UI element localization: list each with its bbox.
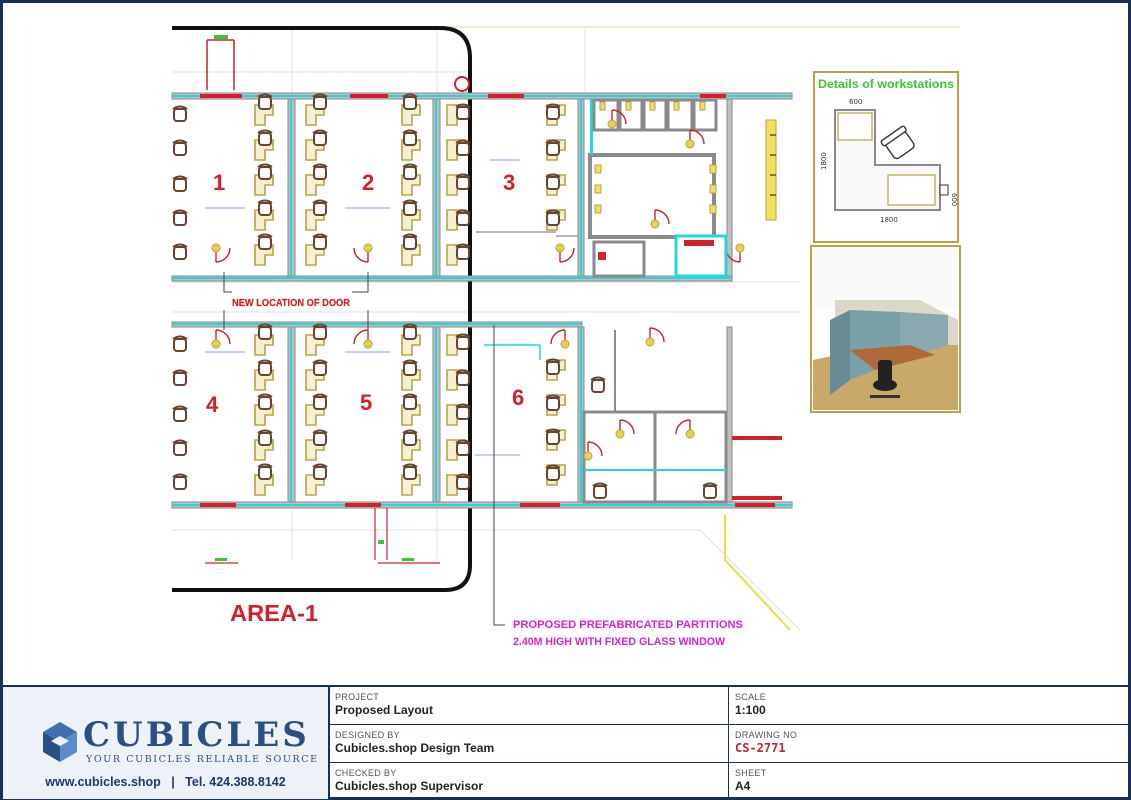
partition-note-line1: PROPOSED PREFABRICATED PARTITIONS: [513, 619, 743, 631]
contact-line: www.cubicles.shop | Tel. 424.388.8142: [3, 775, 328, 789]
scale-label: SCALE: [735, 692, 767, 702]
door-note: NEW LOCATION OF DOOR: [232, 298, 351, 309]
partition-note-line2: 2.40M HIGH WITH FIXED GLASS WINDOW: [513, 636, 726, 648]
scale-cell: SCALE 1:100: [729, 687, 1128, 725]
logo-name: CUBICLES: [83, 715, 310, 755]
floor-plan: 1 2 3 4 5 6 NEW LOCATION OF DOOR AREA-1 …: [171, 26, 961, 648]
project-value: Proposed Layout: [335, 703, 434, 717]
title-block: CUBICLES YOUR CUBICLES RELIABLE SOURCE w…: [3, 685, 1128, 799]
sheet-value: A4: [735, 779, 751, 793]
logo-cell: CUBICLES YOUR CUBICLES RELIABLE SOURCE w…: [3, 687, 330, 799]
detail-title: Details of workstations: [818, 77, 954, 91]
checked-label: CHECKED BY: [335, 768, 397, 778]
drawing-no-value: CS-2771: [735, 741, 786, 755]
detail-dim-bottom: 1800: [880, 216, 898, 224]
project-label: PROJECT: [335, 692, 380, 702]
room-number-4: 4: [206, 392, 219, 417]
website-link[interactable]: www.cubicles.shop: [45, 775, 161, 789]
sheet-cell: SHEET A4: [729, 763, 1128, 799]
contact-separator: |: [171, 775, 175, 789]
area-title: AREA-1: [230, 600, 318, 626]
checked-value: Cubicles.shop Supervisor: [335, 779, 484, 793]
room-number-2: 2: [362, 170, 374, 195]
title-block-divider: [728, 687, 729, 799]
designed-label: DESIGNED BY: [335, 730, 400, 740]
cube-logo-icon: [43, 722, 77, 762]
workstation-render-image: [810, 245, 961, 413]
detail-dim-top: 600: [849, 98, 862, 106]
workstation-detail-panel: Details of workstations 600 1800 1800 60…: [813, 71, 959, 243]
drawing-no-label: DRAWING NO: [735, 730, 798, 740]
detail-dim-side: 1800: [820, 152, 828, 170]
room-number-6: 6: [512, 385, 524, 410]
checked-cell: CHECKED BY Cubicles.shop Supervisor: [329, 763, 728, 799]
room-number-5: 5: [360, 390, 372, 415]
phone-number: Tel. 424.388.8142: [185, 775, 286, 789]
designed-cell: DESIGNED BY Cubicles.shop Design Team: [329, 725, 728, 763]
detail-dim-right: 600: [950, 193, 958, 206]
scale-value: 1:100: [735, 703, 766, 717]
logo-tagline: YOUR CUBICLES RELIABLE SOURCE: [86, 754, 319, 765]
room-number-1: 1: [213, 170, 225, 195]
drawing-no-cell: DRAWING NO CS-2771: [729, 725, 1128, 763]
room-number-3: 3: [503, 170, 515, 195]
sheet-label: SHEET: [735, 768, 767, 778]
designed-value: Cubicles.shop Design Team: [335, 741, 495, 755]
project-cell: PROJECT Proposed Layout: [329, 687, 728, 725]
